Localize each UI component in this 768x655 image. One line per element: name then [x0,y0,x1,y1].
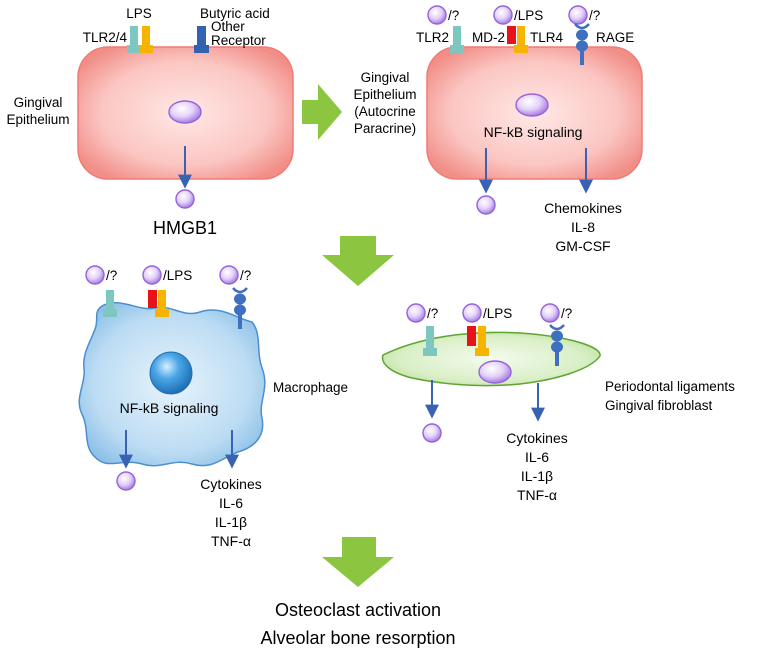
macrophage-nucleus [149,351,193,395]
gingival-label: Gingival [14,95,63,110]
md2-label: MD-2 [472,30,505,45]
macrophage-cell: NF-kB signaling Macrophage /? /LPS /? Cy… [78,265,348,549]
side-autocrine-label: (Autocrine [354,104,416,119]
lps-label: LPS [126,6,152,21]
hmgb1-nucleus-2 [515,93,549,117]
hmgb1-molecule [175,189,195,209]
hmgb1-ligand [493,5,513,25]
hmgb1-molecule-3 [116,471,136,491]
tlr2-label: TLR2 [416,30,449,45]
fib-rage-receptor [549,324,565,366]
il8-label: IL-8 [571,219,595,235]
top-left-epithelial-cell: HMGB1 LPS TLR2/4 Butyric acid Other Rece… [6,6,294,238]
other-receptor [194,26,209,53]
hmgb1-ligand [85,265,105,285]
fib-ligand-label-1: /? [427,306,438,321]
mac-tnfa-label: TNF-α [211,533,251,549]
macrophage-label: Macrophage [273,380,348,395]
outcome-arrow [322,537,394,587]
fib-cytokines-label: Cytokines [506,430,567,446]
hmgb1-molecule-4 [422,423,442,443]
hmgb1-label: HMGB1 [153,218,217,238]
tlr4-label: TLR4 [530,30,564,45]
mac-tlr2-receptor [103,290,117,317]
mac-md2-tlr4-receptor [148,290,169,317]
fib-md2-tlr4-receptor [467,326,489,356]
mac-ligand-label-1: /? [106,268,117,283]
fibroblast-hmgb1-nucleus [478,360,512,384]
butyric-acid-label: Butyric acid [200,6,270,21]
hmgb1-ligand [427,5,447,25]
top-right-epithelial-cell: Gingival Epithelium (Autocrine Paracrine… [353,5,643,254]
hmgb1-ligand [406,303,426,323]
mac-cytokines-label: Cytokines [200,476,261,492]
ligand-label-1: /? [448,8,459,23]
receptor-label: Receptor [211,33,266,48]
hmgb1-molecule-2 [476,195,496,215]
mac-il1b-label: IL-1β [215,514,247,530]
macrophage-signaling-label: NF-kB signaling [120,400,219,416]
rage-receptor [574,23,590,65]
ligand-label-2: /LPS [514,8,543,23]
tlr24-label: TLR2/4 [83,30,128,45]
md2-tlr4-receptor [507,26,528,53]
hmgb1-ligand [568,5,588,25]
hmgb1-nucleus [168,100,202,124]
periodontal-label: Periodontal ligaments [605,379,735,394]
nfkb-signaling-label: NF-kB signaling [484,124,583,140]
fib-il6-label: IL-6 [525,449,549,465]
bone-resorption-label: Alveolar bone resorption [260,628,455,648]
fib-tlr2-receptor [423,326,437,356]
ligand-label-3: /? [589,8,600,23]
osteoclast-label: Osteoclast activation [275,600,441,620]
chemokines-label: Chemokines [544,200,622,216]
fib-ligand-label-3: /? [561,306,572,321]
fib-tnfa-label: TNF-α [517,487,557,503]
side-gingival-label: Gingival [361,70,410,85]
mac-ligand-label-2: /LPS [163,268,192,283]
mac-ligand-label-3: /? [240,268,251,283]
gingival-fibroblast-label: Gingival fibroblast [605,398,713,413]
other-label: Other [211,19,245,34]
hmgb1-ligand [462,303,482,323]
tlr24-receptor [127,26,153,53]
side-epithelium-label: Epithelium [353,87,416,102]
fibroblast-cell: /? /LPS /? Periodontal ligaments Gingiva… [381,303,735,503]
side-paracrine-label: Paracrine) [354,121,416,136]
autocrine-arrow [302,84,342,140]
rage-label: RAGE [596,30,634,45]
gmcsf-label: GM-CSF [555,238,610,254]
hmgb1-ligand [219,265,239,285]
fib-ligand-label-2: /LPS [483,306,512,321]
tlr2-receptor [450,26,464,53]
mac-rage-receptor [232,287,248,329]
epithelium-label: Epithelium [6,112,69,127]
fib-il1b-label: IL-1β [521,468,553,484]
hmgb1-ligand [540,303,560,323]
downstream-arrow [322,236,394,286]
mac-il6-label: IL-6 [219,495,243,511]
hmgb1-ligand [142,265,162,285]
